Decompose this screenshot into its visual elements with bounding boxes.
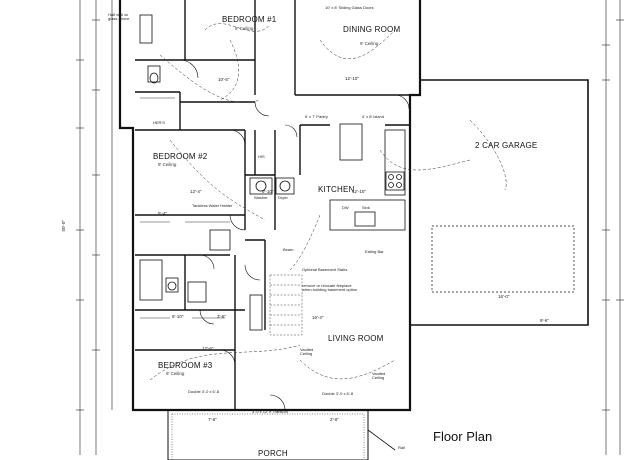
basement-stairs: [269, 274, 303, 336]
room-label-bedroom2: BEDROOM #2: [153, 152, 208, 161]
dimension-lines: [76, 0, 624, 455]
closet-shelves: [140, 97, 230, 319]
dim-porch-right: 2'-6": [330, 417, 339, 422]
porch-outline: [167, 409, 369, 460]
note-pantry: 6' x 7' Pantry: [305, 114, 328, 119]
dim-laundry: 9'-10": [262, 189, 274, 194]
note-vaulted-2: Vaulted Ceiling: [372, 371, 386, 380]
note-rail: Rail: [398, 445, 405, 450]
note-door-1: Double 3'-0 x 6'-8: [188, 389, 220, 394]
note-basement-stairs: Optional Basement Stairs: [302, 267, 348, 272]
note-door-2: Double 3'-0 x 6'-8: [322, 391, 354, 396]
bath-fixtures: [139, 14, 263, 331]
room-label-porch: PORCH: [258, 449, 288, 458]
note-vaulted-1: Vaulted Ceiling: [300, 347, 314, 356]
dim-kitchen-width: 12'-10": [352, 189, 366, 194]
note-dryer: Dryer: [278, 195, 288, 200]
dim-bedroom2-width: 12'-4": [190, 189, 202, 194]
note-hers: HER'S: [153, 120, 165, 125]
note-island: 4' x 8' Island: [362, 114, 384, 119]
dim-dining-width: 12'-10": [345, 76, 359, 81]
dim-hall: 3'-6": [217, 314, 226, 319]
dim-garage-front: 9'-6": [540, 318, 549, 323]
note-tankless: Tankless Water Heater: [192, 203, 233, 208]
room-label-kitchen: KITCHEN: [318, 185, 355, 194]
porch-stoop: [367, 429, 396, 451]
dim-bath-width: 8'-10": [172, 314, 184, 319]
dim-garage-depth: 16'-0": [498, 294, 510, 299]
note-sink: Sink: [362, 205, 370, 210]
electrical-lines: [149, 23, 507, 381]
note-sliding-door: 10' x 8' Sliding Glass Doors: [325, 5, 374, 10]
room-label-garage: 2 CAR GARAGE: [475, 141, 538, 150]
ceiling-note-bedroom3: 9' Ceiling: [166, 371, 185, 376]
dim-porch-left: 7'-6": [208, 417, 217, 422]
kitchen-fixtures: [249, 123, 406, 231]
dim-bedroom3-width: 12'-6": [202, 346, 214, 351]
note-half-wall: Half wall w/ glass above: [108, 12, 130, 21]
room-label-bedroom3: BEDROOM #3: [158, 361, 213, 370]
garage-outline: [410, 79, 589, 326]
exterior-walls: [118, 0, 422, 412]
ceiling-note-bedroom2: 9' Ceiling: [158, 162, 177, 167]
ceiling-note-dining: 9' Ceiling: [360, 41, 379, 46]
dim-closet: 5'-4": [158, 211, 167, 216]
room-label-bedroom1: BEDROOM #1: [222, 15, 277, 24]
note-eating-bar: Eating Bar: [365, 249, 384, 254]
door-swings: [179, 59, 410, 411]
note-transom: 3'-0 x 12' h Transom: [252, 409, 288, 414]
room-label-dining: DINING ROOM: [343, 25, 401, 34]
dim-overall-depth: 50'-0": [61, 220, 66, 232]
plan-title: Floor Plan: [433, 429, 493, 444]
interior-walls: [135, 0, 410, 410]
room-label-living: LIVING ROOM: [328, 334, 384, 343]
dim-bedroom1-width: 10'-5": [218, 77, 230, 82]
note-dw: DW: [342, 205, 349, 210]
note-washer: Washer: [254, 195, 268, 200]
note-beam: Beam: [283, 247, 294, 252]
note-his: HIS: [258, 154, 265, 159]
ceiling-note-bedroom1: 9' Ceiling: [235, 26, 254, 31]
dim-living-width: 16'-4": [312, 315, 324, 320]
note-fireplace: remove or relocate fireplace when buildi…: [302, 283, 358, 292]
